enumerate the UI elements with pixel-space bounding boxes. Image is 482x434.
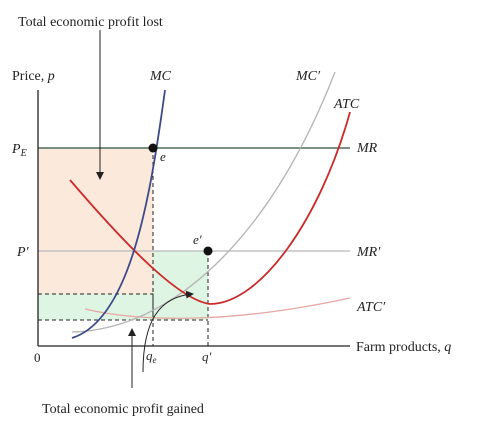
mr-label: MR [356, 141, 378, 156]
profit-gained-annotation: Total economic profit gained [42, 402, 204, 417]
profit-lost-dashed-box [38, 293, 154, 320]
y-axis-label: Price, p [12, 69, 55, 84]
quantity-q-prime-label: q′ [202, 349, 212, 364]
x-axis-label: Farm products, q [356, 340, 451, 355]
profit-gained-arrow-right [142, 290, 194, 373]
mc-prime-curve [71, 71, 336, 333]
mr-prime-label: MR′ [356, 245, 381, 260]
point-e-label: e [160, 149, 166, 164]
atc-prime-curve [84, 297, 351, 319]
point-e-prime-label: e′ [193, 232, 202, 247]
mc-label: MC [149, 69, 172, 84]
price-p-prime-label: P′ [16, 245, 30, 260]
mc-curve [71, 89, 166, 339]
atc-label: ATC [333, 97, 360, 112]
mc-prime-label: MC′ [295, 69, 321, 84]
atc-curve [69, 111, 351, 305]
atc-prime-label: ATC′ [356, 300, 386, 315]
origin-label: 0 [34, 350, 41, 365]
profit-lost-annotation: Total economic profit lost [18, 15, 163, 30]
price-pe-label: PE [11, 142, 27, 159]
point-e [148, 143, 158, 153]
profit-lost-region [38, 148, 153, 294]
point-e-prime [203, 246, 213, 256]
quantity-qe-label: qe [146, 348, 157, 365]
